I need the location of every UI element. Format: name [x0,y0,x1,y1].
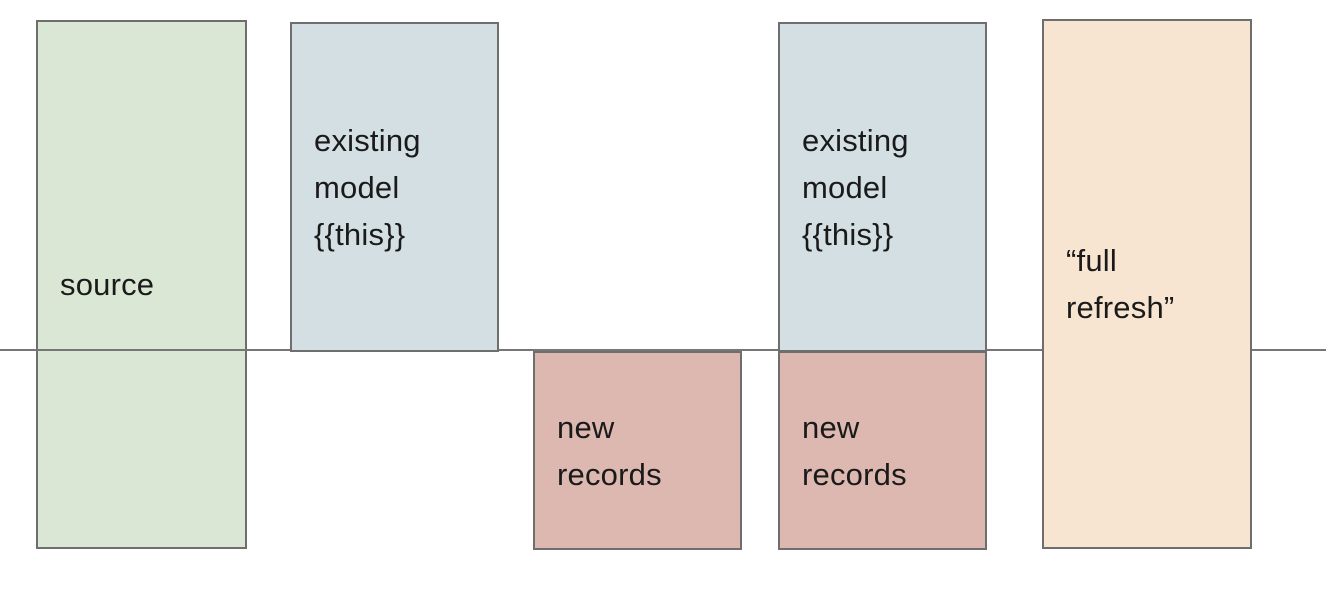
existing-model-box-1: existing model {{this}} [290,22,499,352]
full-refresh-box-label: “full refresh” [1066,243,1175,325]
new-records-box-1-label: new records [557,409,662,492]
existing-model-box-1-label: existing model {{this}} [314,122,421,252]
baseline-divider [0,349,1326,351]
existing-model-box-2-label: existing model {{this}} [802,122,909,252]
full-refresh-box: “full refresh” [1042,19,1252,549]
source-box-label: source [60,267,155,302]
new-records-box-1: new records [533,351,742,550]
new-records-box-2: new records [778,351,987,550]
existing-model-box-2: existing model {{this}} [778,22,987,352]
source-box: source [36,20,247,549]
new-records-box-2-label: new records [802,409,907,492]
